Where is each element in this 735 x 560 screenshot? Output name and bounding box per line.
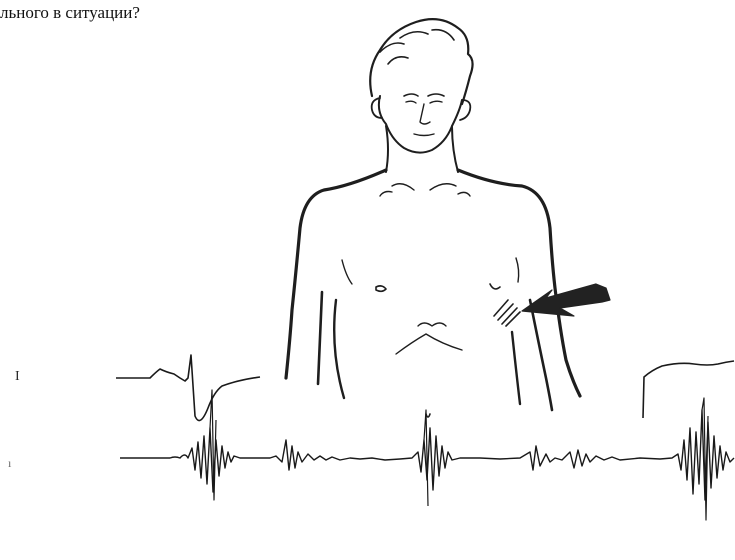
face [379,96,462,153]
ecg-lead-label-top: I [15,369,20,385]
patient-torso [286,19,580,417]
chest-arrow [522,284,610,316]
chest-mark [494,300,520,326]
question-text: льного в ситуации? [0,3,140,23]
body-outline [286,170,386,378]
ecg-lead-bottom [120,390,734,520]
arrow-icon [522,284,610,316]
ecg-lead-top [116,355,734,421]
ecg-lead-label-bottom: ı [8,456,11,471]
